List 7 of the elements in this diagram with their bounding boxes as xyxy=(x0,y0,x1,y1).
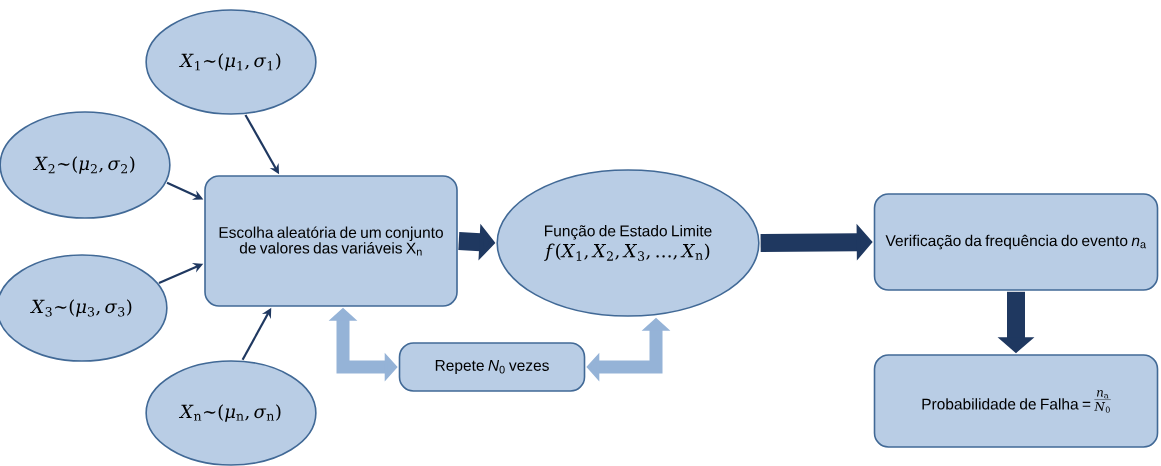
ellipse-node: X$_{1}$∼(μ$_{1}$, σ$_{1}$) xyxy=(145,9,317,115)
process-box: Repete N$_{0}$ vezes xyxy=(398,342,586,392)
ellipse-node: X$_{n}$∼(μ$_{n}$, σ$_{n}$) xyxy=(145,360,317,466)
process-box: Escolha aleatória de um conjunto de valores das variáveis X$_{n}$ xyxy=(204,175,458,307)
ellipse-node: Função de Estado Limite f(X$_{1}$, X$_{2}$, X$_{3}$, …, X$_{n}$) xyxy=(496,169,760,317)
process-box: Verificação da frequência do evento n$_{a}$ xyxy=(873,193,1159,291)
process-box: Probabilidade de Falha = n$_{a}$ N$_{0}$ xyxy=(873,354,1159,448)
